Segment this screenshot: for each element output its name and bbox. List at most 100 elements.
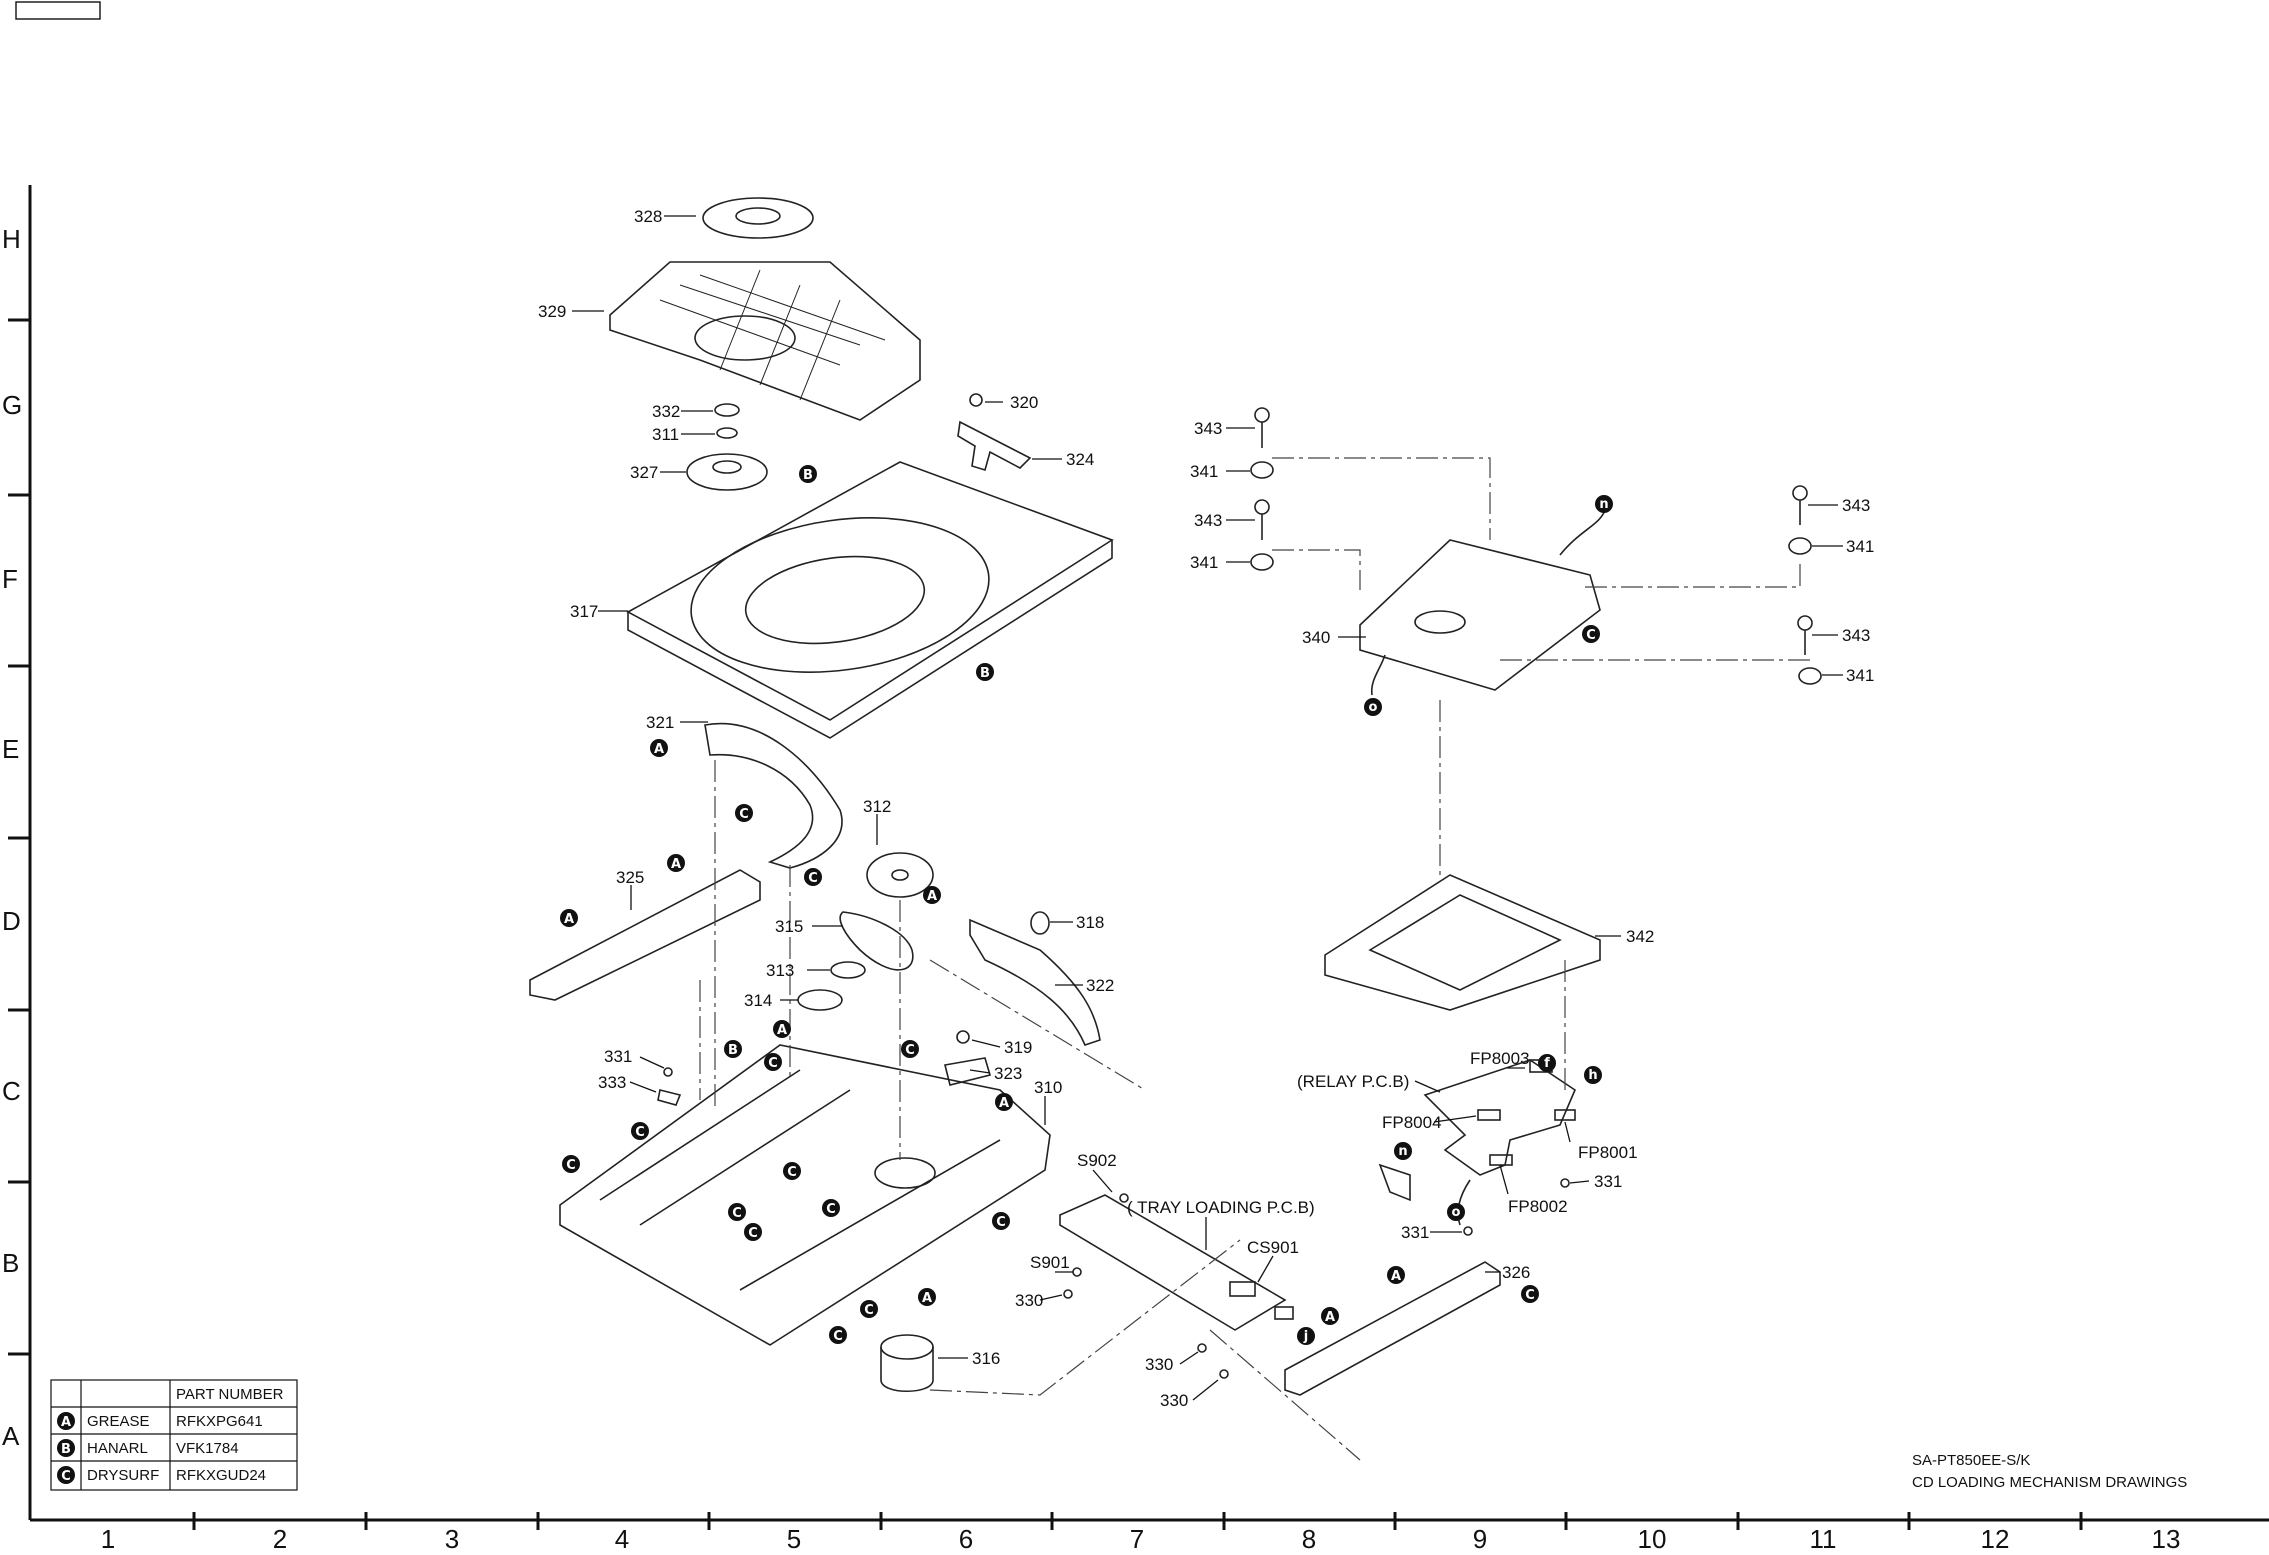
callout-label: S902 <box>1077 1151 1117 1170</box>
marker-c: C <box>728 1203 746 1221</box>
callout-label: 329 <box>538 302 566 321</box>
part-316-motor-top <box>880 1334 934 1360</box>
assembly-line <box>1585 560 1801 588</box>
part-342-inner <box>1368 894 1562 991</box>
legend-name: GREASE <box>87 1413 150 1430</box>
svg-text:A: A <box>927 889 937 904</box>
legend-name: DRYSURF <box>87 1467 159 1484</box>
leader <box>1433 1115 1477 1123</box>
svg-text:A: A <box>564 912 574 927</box>
callout-label: 310 <box>1034 1078 1062 1097</box>
callout-label: 331 <box>1594 1172 1622 1191</box>
legend-mark: B <box>61 1442 71 1457</box>
part-fp8004 <box>1477 1109 1501 1121</box>
svg-text:C: C <box>808 871 818 886</box>
marker-c: C <box>764 1053 782 1071</box>
part-327-hub <box>712 460 742 474</box>
part-328-clamp <box>702 197 814 239</box>
part-316-motor-body <box>880 1347 934 1393</box>
callout-label: 330 <box>1145 1355 1173 1374</box>
part-cs901 <box>1229 1281 1256 1297</box>
part-310-rail <box>599 1069 1001 1291</box>
callout-label: 325 <box>616 868 644 887</box>
part-341 <box>1250 461 1274 479</box>
part-317-disc-recess-inner <box>744 555 926 645</box>
row-label: B <box>2 1248 19 1278</box>
svg-text:C: C <box>1525 1288 1535 1303</box>
callout-label: 321 <box>646 713 674 732</box>
part-330 <box>1197 1343 1207 1353</box>
part-321 <box>704 722 843 869</box>
marker-c: C <box>783 1162 801 1180</box>
part-333 <box>657 1089 682 1106</box>
marker-c: C <box>1521 1285 1539 1303</box>
legend-mark: A <box>61 1415 71 1430</box>
part-312-gear <box>866 852 934 898</box>
marker-a: A <box>1387 1266 1405 1284</box>
part-310-motor-mount <box>874 1157 936 1189</box>
part-relay-flex-o <box>1457 1179 1471 1226</box>
part-342-frame <box>1324 874 1601 1011</box>
part-343 <box>1797 615 1813 631</box>
marker-a: A <box>1321 1307 1339 1325</box>
part-319 <box>956 1030 970 1044</box>
callout-label: 328 <box>634 207 662 226</box>
part-329-hole <box>694 315 796 361</box>
row-label: E <box>2 734 19 764</box>
callout-label: 342 <box>1626 927 1654 946</box>
drawing-title: CD LOADING MECHANISM DRAWINGS <box>1912 1474 2187 1491</box>
row-ticks <box>8 318 30 1356</box>
svg-text:C: C <box>635 1125 645 1140</box>
callout-label: 341 <box>1846 537 1874 556</box>
column-label: 3 <box>445 1524 459 1554</box>
svg-text:C: C <box>864 1303 874 1318</box>
leader <box>629 1081 657 1093</box>
part-343 <box>1254 407 1270 423</box>
svg-text:o: o <box>1369 700 1378 715</box>
callout-label: 341 <box>1190 553 1218 572</box>
part-j-connector <box>1274 1306 1294 1320</box>
marker-a: A <box>995 1093 1013 1111</box>
marker-f: f <box>1538 1054 1556 1072</box>
column-label: 13 <box>2152 1524 2181 1554</box>
column-label: 8 <box>1302 1524 1316 1554</box>
legend-part: RFKXGUD24 <box>176 1467 266 1484</box>
marker-a: A <box>560 909 578 927</box>
part-340-traverse <box>1359 539 1601 691</box>
part-318 <box>1030 911 1050 935</box>
leader <box>1192 1379 1219 1401</box>
callout-label: 319 <box>1004 1038 1032 1057</box>
part-s901 <box>1072 1267 1082 1277</box>
part-329-frame <box>609 261 921 421</box>
leader-lines <box>572 215 1843 1401</box>
marker-c: C <box>631 1122 649 1140</box>
column-labels: 1 2 3 4 5 6 7 8 9 10 11 12 13 <box>101 1524 2181 1554</box>
svg-text:A: A <box>922 1291 932 1306</box>
assembly-line <box>1272 457 1491 540</box>
part-331 <box>663 1067 673 1077</box>
legend-row: C DRYSURF RFKXGUD24 <box>57 1466 266 1484</box>
callout-label: FP8003 <box>1470 1049 1530 1068</box>
part-341 <box>1798 667 1822 685</box>
callout-label: 322 <box>1086 976 1114 995</box>
leader <box>1564 1121 1571 1143</box>
legend-part: VFK1784 <box>176 1440 239 1457</box>
svg-text:n: n <box>1398 1144 1407 1159</box>
callout-label: FP8002 <box>1508 1197 1568 1216</box>
row-label: F <box>2 564 18 594</box>
leader <box>969 1069 991 1074</box>
callout-label: 318 <box>1076 913 1104 932</box>
marker-c: C <box>829 1326 847 1344</box>
column-label: 7 <box>1130 1524 1144 1554</box>
svg-text:B: B <box>803 468 813 483</box>
part-fp8001 <box>1554 1109 1576 1121</box>
row-label: C <box>2 1076 21 1106</box>
svg-text:A: A <box>777 1023 787 1038</box>
callout-label: 331 <box>604 1047 632 1066</box>
callout-label: 343 <box>1194 511 1222 530</box>
marker-b: B <box>799 465 817 483</box>
svg-text:C: C <box>732 1206 742 1221</box>
assembly-line <box>929 1239 1241 1396</box>
svg-text:C: C <box>748 1226 758 1241</box>
